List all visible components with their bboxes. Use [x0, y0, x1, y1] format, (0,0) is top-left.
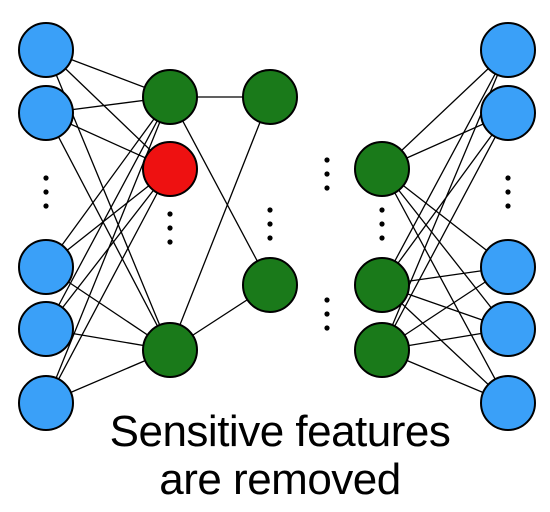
edge: [45, 168, 171, 404]
hidden-3-ellipsis: [379, 235, 385, 241]
edge: [381, 168, 509, 404]
input-ellipsis: [43, 175, 49, 181]
output-node: [480, 239, 536, 295]
hidden-1-ellipsis: [167, 225, 173, 231]
hidden-1-ellipsis: [167, 239, 173, 245]
gap-ellipsis: [324, 185, 330, 191]
input-node: [18, 85, 74, 141]
output-node: [480, 301, 536, 357]
caption-line-2: are removed: [159, 455, 401, 504]
edge: [45, 96, 171, 404]
gap-ellipsis: [324, 311, 330, 317]
hidden-node: [242, 69, 298, 125]
removed-node: [142, 141, 198, 197]
edge: [45, 96, 171, 268]
output-ellipsis: [505, 189, 511, 195]
input-node: [18, 375, 74, 431]
output-node: [480, 22, 536, 78]
gap-ellipsis: [324, 171, 330, 177]
edge: [169, 96, 271, 286]
hidden-1-ellipsis: [167, 211, 173, 217]
gap-ellipsis: [324, 325, 330, 331]
edge: [381, 49, 509, 170]
hidden-3-ellipsis: [379, 221, 385, 227]
edge: [381, 284, 509, 404]
hidden-2-ellipsis: [267, 235, 273, 241]
output-node: [480, 85, 536, 141]
hidden-3-ellipsis: [379, 207, 385, 213]
edge: [381, 49, 509, 286]
edge: [45, 112, 171, 351]
hidden-node: [354, 257, 410, 313]
hidden-2-ellipsis: [267, 221, 273, 227]
edge: [169, 96, 271, 351]
hidden-node: [354, 141, 410, 197]
nodes: [18, 22, 536, 431]
edge: [45, 96, 171, 330]
ellipses: [43, 157, 511, 331]
hidden-node: [142, 69, 198, 125]
output-ellipsis: [505, 175, 511, 181]
hidden-2-ellipsis: [267, 207, 273, 213]
gap-ellipsis: [324, 297, 330, 303]
edge: [381, 168, 509, 330]
input-node: [18, 22, 74, 78]
output-ellipsis: [505, 203, 511, 209]
hidden-node: [354, 322, 410, 378]
input-node: [18, 301, 74, 357]
output-node: [480, 375, 536, 431]
input-node: [18, 239, 74, 295]
input-ellipsis: [43, 203, 49, 209]
hidden-node: [142, 322, 198, 378]
hidden-node: [242, 257, 298, 313]
gap-ellipsis: [324, 157, 330, 163]
edge: [381, 112, 509, 351]
input-ellipsis: [43, 189, 49, 195]
caption-line-1: Sensitive features: [109, 407, 451, 456]
